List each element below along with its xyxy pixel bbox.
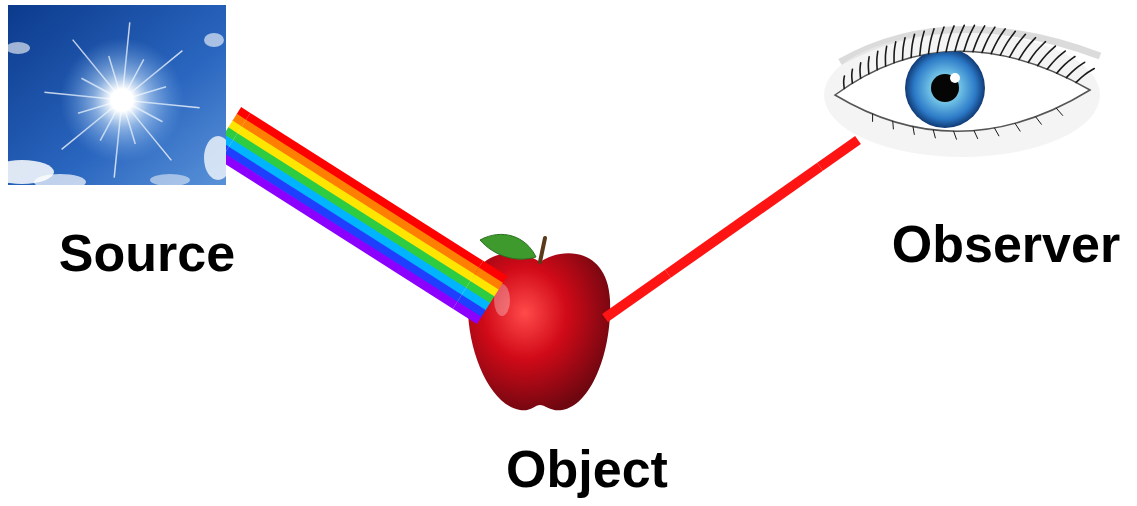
light-beam	[227, 150, 460, 298]
iris	[905, 48, 985, 128]
node-label: Source	[59, 224, 235, 284]
sun-ray	[44, 22, 199, 177]
eyelash	[903, 38, 905, 60]
apple-leaf	[480, 234, 536, 259]
sun	[113, 91, 131, 109]
eyelash	[974, 131, 978, 139]
label-wrap: Source	[59, 224, 235, 284]
light-beam-tail	[226, 111, 505, 321]
light-beam	[231, 144, 464, 292]
light-beam-tail	[605, 140, 858, 318]
cloud	[34, 174, 86, 185]
cloud	[150, 174, 190, 185]
eyelash	[1036, 117, 1042, 125]
light-beam-tail	[239, 111, 248, 117]
illustrated-node: Observer	[820, 10, 1120, 275]
eyelash	[859, 63, 861, 78]
light-beam	[235, 137, 468, 285]
label-wrap: Observer	[892, 215, 1120, 275]
eyelash	[913, 127, 914, 135]
apple-stem	[540, 238, 545, 262]
eye-skin	[824, 33, 1100, 157]
light-beam	[226, 157, 455, 305]
light-beam-tail	[455, 305, 479, 320]
cloud	[8, 33, 226, 185]
eyelash	[954, 131, 957, 139]
sky	[8, 5, 226, 185]
apple-body	[468, 253, 610, 410]
cloud	[204, 136, 226, 180]
pupil	[931, 74, 959, 102]
eyelash	[892, 121, 894, 129]
eyelash	[973, 26, 985, 52]
eyelash	[872, 114, 873, 121]
eyelash	[851, 69, 853, 83]
eyelash	[844, 25, 1095, 139]
eyelash	[876, 51, 879, 69]
cloud	[8, 42, 30, 54]
eyelash	[885, 46, 886, 66]
light-beam	[668, 167, 820, 274]
eyelash	[1015, 123, 1020, 131]
light-beam-tail	[226, 145, 227, 151]
eyelash	[868, 57, 870, 74]
eyelash	[843, 76, 845, 89]
node-label: Observer	[892, 215, 1120, 275]
light-beam	[239, 130, 472, 278]
iris	[905, 48, 985, 128]
eyelash	[911, 34, 914, 57]
eyelash	[955, 25, 964, 51]
eyelash	[933, 130, 935, 138]
eyelash	[920, 31, 924, 55]
sun-photo	[8, 5, 226, 185]
eyelash	[937, 27, 944, 52]
light-beam	[668, 167, 820, 274]
light-beam-tail	[226, 131, 235, 137]
illustrated-node: Source	[8, 5, 235, 284]
light-beam	[226, 117, 481, 305]
light-beam-tail	[820, 140, 858, 167]
eye-shine	[950, 73, 960, 83]
eyelash	[1066, 62, 1084, 77]
eyelash	[894, 42, 896, 63]
node-label: Object	[506, 440, 668, 500]
light-beam-tail	[226, 138, 231, 144]
eye	[824, 25, 1100, 157]
light-beam-tail	[230, 124, 239, 130]
eyelash	[1056, 108, 1062, 115]
illustrated-node: Object	[468, 230, 668, 500]
eyelash	[994, 128, 998, 136]
apple	[468, 234, 610, 410]
eyelash	[964, 25, 975, 51]
sun	[60, 38, 184, 162]
eyelash	[929, 29, 935, 54]
eyelash	[1076, 69, 1094, 83]
label-wrap: Object	[506, 440, 668, 500]
light-beam-tail	[605, 274, 668, 318]
eyelash	[946, 26, 954, 52]
cloud	[204, 33, 224, 47]
light-beam-tail	[235, 117, 244, 123]
